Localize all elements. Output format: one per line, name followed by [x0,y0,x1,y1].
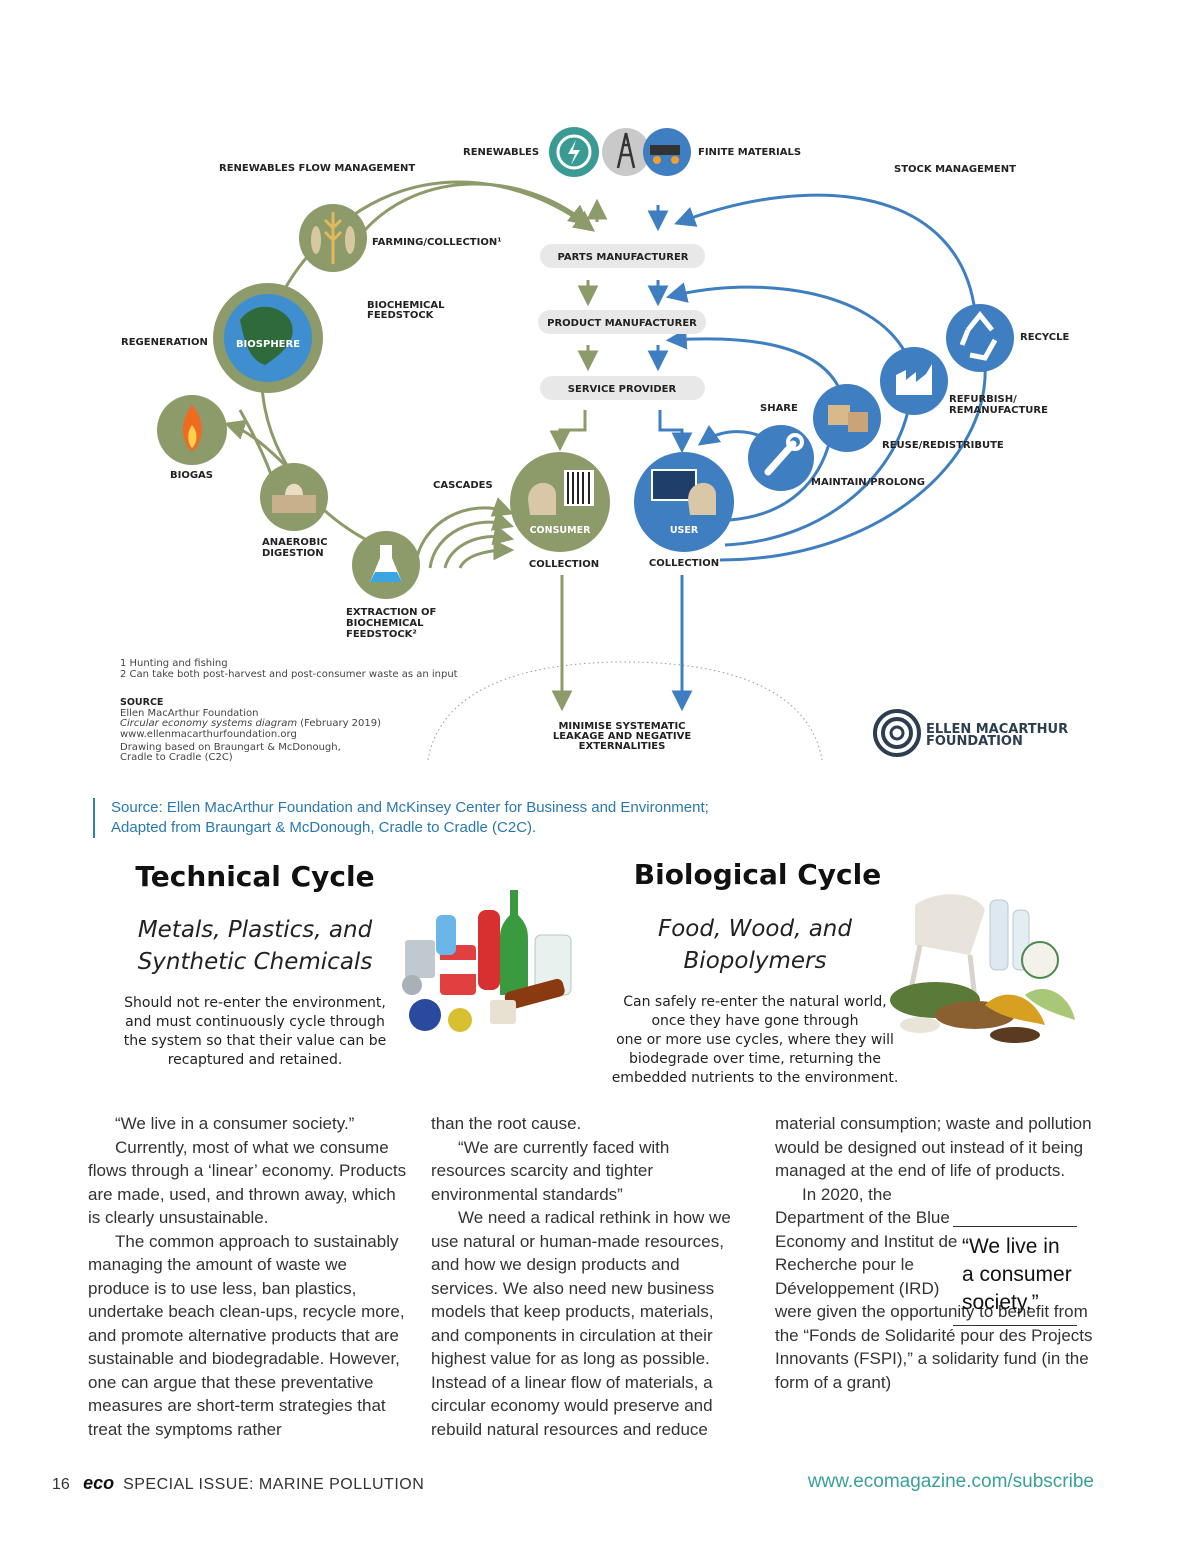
page-number: 16 [52,1476,70,1493]
label-biosphere: BIOSPHERE [236,339,300,350]
consumer-icon [510,452,610,552]
col3-para-1: material consumption; waste and pollutio… [775,1114,1092,1180]
label-anaerobic-1: ANAEROBIC [262,537,328,548]
article-column-1: “We live in a consumer society.” Current… [88,1112,408,1441]
label-extraction-1: EXTRACTION OF [346,607,436,618]
subscribe-link[interactable]: www.ecomagazine.com/subscribe [807,1471,1094,1492]
label-farming: FARMING/COLLECTION¹ [372,237,502,248]
label-minimise-3: EXTERNALITIES [579,741,666,752]
label-extraction-3: FEEDSTOCK² [346,629,417,640]
biological-cycle-title: Biological Cycle [633,858,882,891]
label-parts: PARTS MANUFACTURER [557,252,688,263]
article-column-3: material consumption; waste and pollutio… [775,1112,1095,1394]
col1-para-1: “We live in a consumer society.” [115,1114,355,1133]
service-provider-box [540,376,705,400]
label-refurbish-2: REMANUFACTURE [949,405,1048,416]
col2-para-2: “We are currently faced with resources s… [431,1137,670,1204]
col3-para-2: In 2020, the Department of the Blue Econ… [775,1184,1093,1392]
biological-materials-image [890,894,1075,1043]
technical-materials-image [402,890,572,1032]
article-column-2: than the root cause. “We are currently f… [431,1112,741,1441]
circular-economy-diagram: RENEWABLES FLOW MANAGEMENT RENEWABLES FI… [120,127,1069,763]
figure-caption: Source: Ellen MacArthur Foundation and M… [93,798,891,838]
label-renewables-flow: RENEWABLES FLOW MANAGEMENT [219,163,415,174]
svg-text:FOUNDATION: FOUNDATION [926,734,1023,749]
parts-manufacturer-box [540,244,705,268]
label-reuse: REUSE/REDISTRIBUTE [882,440,1004,451]
col2-para-3: We need a radical rethink in how we use … [431,1208,731,1439]
label-biogas: BIOGAS [170,470,213,481]
col2-para-1: than the root cause. [431,1114,582,1133]
eco-logo: eco [83,1473,115,1493]
col1-para-3: The common approach to sustainably manag… [88,1231,405,1439]
product-manufacturer-box [538,310,706,334]
source-line-4: Drawing based on Braungart & McDonough, [120,742,341,753]
label-renewables: RENEWABLES [463,147,539,158]
label-stock: STOCK MANAGEMENT [894,164,1016,175]
ellen-macarthur-logo: ELLEN MACARTHUR FOUNDATION [873,709,1068,757]
footnote-1: 1 Hunting and fishing [120,658,228,669]
label-cascades: CASCADES [433,480,493,491]
caption-line-1: Source: Ellen MacArthur Foundation and M… [111,799,709,816]
oil-derrick-icon [602,128,650,176]
label-collection-left: COLLECTION [529,559,599,570]
label-share: SHARE [760,403,798,414]
issue-label: SPECIAL ISSUE: MARINE POLLUTION [123,1476,425,1493]
label-regeneration: REGENERATION [121,337,208,348]
label-service: SERVICE PROVIDER [568,384,677,395]
source-line-1: Ellen MacArthur Foundation [120,708,258,719]
label-anaerobic-2: DIGESTION [262,548,324,559]
label-refurbish-1: REFURBISH/ [949,394,1017,405]
label-product: PRODUCT MANUFACTURER [547,318,697,329]
source-line-3: www.ellenmacarthurfoundation.org [120,729,297,740]
label-consumer: CONSUMER [530,525,591,536]
page-footer-left: 16 eco SPECIAL ISSUE: MARINE POLLUTION [52,1473,424,1494]
label-maintain: MAINTAIN/PROLONG [811,477,925,488]
label-user: USER [670,525,699,536]
label-biochemical-1: BIOCHEMICAL [367,300,445,311]
label-recycle: RECYCLE [1020,332,1069,343]
label-biochemical-2: FEEDSTOCK [367,310,435,321]
source-line-5: Cradle to Cradle (C2C) [120,752,233,763]
label-extraction-2: BIOCHEMICAL [346,618,424,629]
footnote-2: 2 Can take both post-harvest and post-co… [120,669,458,680]
col1-para-2: Currently, most of what we consume flows… [88,1137,407,1228]
technical-cycle-description: Should not re-enter the environment,and … [123,995,387,1068]
caption-line-2: Adapted from Braungart & McDonough, Crad… [111,819,537,836]
label-finite: FINITE MATERIALS [698,147,801,158]
recycle-icon [946,304,1014,372]
biological-cycle-description: Can safely re-enter the natural world,on… [611,994,899,1086]
label-minimise-2: LEAKAGE AND NEGATIVE [553,731,691,742]
source-line-2: Circular economy systems diagram (Februa… [120,718,381,729]
label-collection-right: COLLECTION [649,558,719,569]
pull-quote: “We live in a consumer society.” [953,1226,1077,1326]
svg-text:ELLEN MACARTHUR: ELLEN MACARTHUR [926,722,1068,737]
technical-cycle-title: Technical Cycle [135,860,375,893]
user-icon [634,452,734,552]
source-label: SOURCE [120,697,163,708]
label-minimise-1: MINIMISE SYSTEMATIC [558,721,685,732]
